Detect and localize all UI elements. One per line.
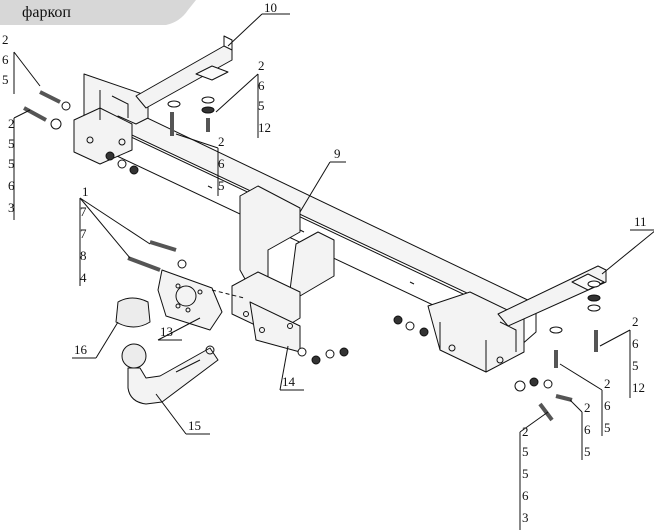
tow-ball-mount bbox=[121, 343, 219, 405]
callout-line: 6 bbox=[2, 52, 9, 67]
callout-group-2-6-5-left: 2 6 5 bbox=[2, 32, 9, 87]
leader-lines bbox=[13, 13, 654, 530]
callout-line: 7 bbox=[80, 226, 87, 241]
callout-title-13: 13 bbox=[160, 324, 173, 339]
left-mounting-bracket bbox=[73, 73, 149, 165]
callout-group-2-6-5-right-a: 2 6 5 bbox=[604, 376, 611, 435]
callout-title: 2 bbox=[258, 58, 265, 73]
callout-title: 2 bbox=[604, 376, 611, 391]
callout-line: 6 bbox=[632, 336, 639, 351]
header-tab-shape bbox=[0, 0, 196, 25]
callout-line: 12 bbox=[258, 120, 271, 135]
callout-group-2-5-5-6-3-right: 2 5 5 6 3 bbox=[522, 424, 529, 525]
callout-line: 5 bbox=[8, 156, 15, 171]
callout-line: 3 bbox=[522, 510, 529, 525]
callout-title-9: 9 bbox=[334, 146, 341, 161]
callout-title: 2 bbox=[218, 134, 225, 149]
callout-group-2-6-5-12-right: 2 6 5 12 bbox=[632, 314, 645, 395]
callout-title: 2 bbox=[632, 314, 639, 329]
callout-line: 12 bbox=[632, 380, 645, 395]
left-bolts bbox=[23, 90, 215, 175]
right-side-arm bbox=[497, 265, 607, 327]
callout-line: 6 bbox=[8, 178, 15, 193]
callout-line: 5 bbox=[2, 72, 9, 87]
callout-line: 5 bbox=[604, 420, 611, 435]
callout-line: 5 bbox=[522, 466, 529, 481]
callout-line: 2 bbox=[2, 32, 9, 47]
callout-line: 2 bbox=[8, 116, 15, 131]
header-tab bbox=[0, 0, 196, 25]
callout-group-2-5-5-6-3-left: 2 5 5 6 3 bbox=[8, 116, 15, 215]
callout-group-2-6-5-12-top: 2 6 5 12 bbox=[258, 58, 271, 135]
callout-line: 4 bbox=[80, 270, 87, 285]
callout-line: 7 bbox=[80, 204, 87, 219]
callout-line: 5 bbox=[8, 136, 15, 151]
callout-line: 6 bbox=[258, 78, 265, 93]
left-side-arm bbox=[135, 35, 233, 109]
callout-group-1-7-7-8-4: 1 7 7 8 4 bbox=[80, 184, 89, 285]
tow-ball-cover bbox=[115, 297, 151, 328]
header-tab-label: фаркоп bbox=[22, 4, 71, 21]
callout-line: 6 bbox=[604, 398, 611, 413]
callout-title-10: 10 bbox=[264, 0, 277, 15]
callout-title: 1 bbox=[82, 184, 89, 199]
central-hitch-bracket bbox=[231, 185, 335, 353]
callout-line: 5 bbox=[522, 444, 529, 459]
right-bolts bbox=[393, 280, 601, 422]
centre-bolts bbox=[127, 240, 349, 365]
callout-group-2-6-5-mid: 2 6 5 bbox=[218, 134, 225, 193]
callout-labels: 10 2 6 5 2 5 5 6 3 2 6 5 12 2 6 bbox=[2, 0, 647, 525]
callout-title-14: 14 bbox=[282, 374, 296, 389]
callout-title-11: 11 bbox=[634, 214, 647, 229]
callout-line: 5 bbox=[584, 444, 591, 459]
callout-title: 2 bbox=[522, 424, 529, 439]
callout-line: 6 bbox=[218, 156, 225, 171]
callout-line: 5 bbox=[258, 98, 265, 113]
callout-line: 5 bbox=[632, 358, 639, 373]
right-mounting-bracket bbox=[427, 291, 525, 373]
callout-title-15: 15 bbox=[188, 418, 201, 433]
callout-title: 2 bbox=[584, 400, 591, 415]
callout-line: 5 bbox=[218, 178, 225, 193]
callout-title-16: 16 bbox=[74, 342, 88, 357]
callout-line: 6 bbox=[584, 422, 591, 437]
callout-group-2-6-5-right-b: 2 6 5 bbox=[584, 400, 591, 459]
callout-line: 3 bbox=[8, 200, 15, 215]
callout-line: 6 bbox=[522, 488, 529, 503]
callout-line: 8 bbox=[80, 248, 87, 263]
socket-plate bbox=[157, 269, 245, 331]
